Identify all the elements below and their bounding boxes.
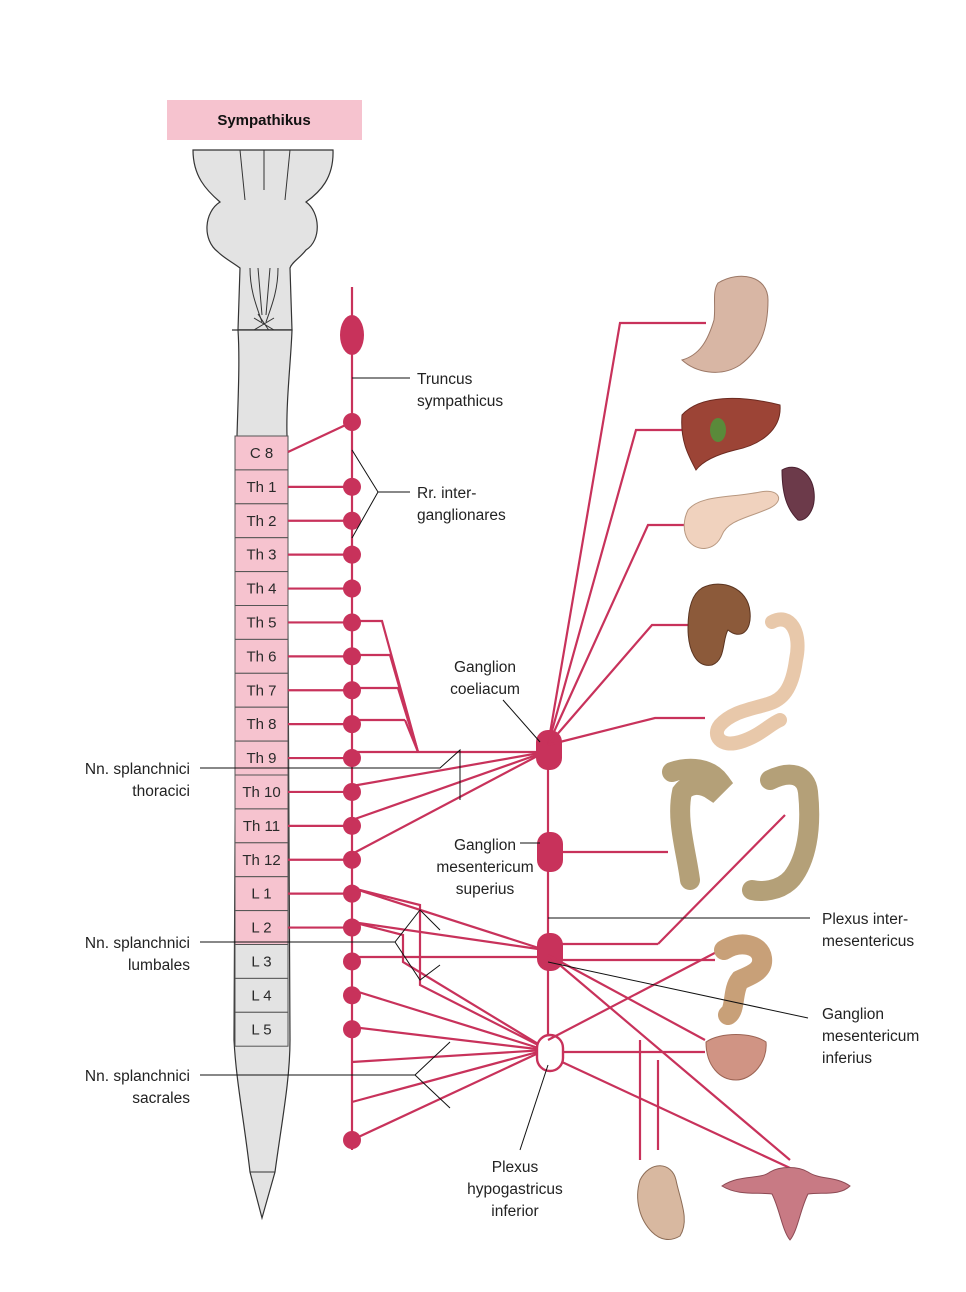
- spleen-icon: [781, 466, 815, 521]
- plexus-hypo-line3: inferior: [491, 1203, 538, 1220]
- segment-label: Th 1: [246, 479, 276, 496]
- truncus-line2: sympathicus: [417, 393, 503, 410]
- segment-label: Th 4: [246, 581, 276, 598]
- nn-sacrales-line1: Nn. splanchnici: [85, 1068, 190, 1085]
- plexus-hypogastricus-node: [535, 1033, 565, 1073]
- segment-box: [234, 469, 289, 505]
- segment-label: Th 9: [246, 750, 276, 767]
- segment-label: Th 12: [242, 852, 280, 869]
- nn-sacrales-line2: sacrales: [132, 1090, 190, 1107]
- segment-label: Th 10: [242, 784, 280, 801]
- spinal-cord: C 8 Th 1 Th 2 Th 3 Th 4 Th 5 Th 6 Th 7 Th 8 Th 9 T…: [233, 329, 293, 1221]
- nn-thoracici-line1: Nn. splanchnici: [85, 761, 190, 778]
- rami-communicantes: [287, 421, 353, 929]
- header: Sympathikus: [167, 100, 362, 140]
- sigmoid-rectum-icon: [714, 934, 773, 1025]
- sympathetic-trunk: [287, 287, 364, 1150]
- g-mes-sup-line2: mesentericum: [436, 859, 533, 876]
- segment-box: [234, 537, 289, 573]
- pancreas-icon: [683, 490, 780, 549]
- segment-label: Th 8: [246, 716, 276, 733]
- g-coeliacum-line1: Ganglion: [454, 659, 516, 676]
- ascending-colon-icon: [662, 758, 734, 890]
- segment-label: Th 3: [246, 547, 276, 564]
- segment-label: Th 5: [246, 614, 276, 631]
- bladder-icon: [705, 1034, 767, 1081]
- leader-lines: [200, 377, 810, 1151]
- segment-label: Th 6: [246, 648, 276, 665]
- brainstem-outline: [192, 149, 334, 331]
- plexus-hypo-line1: Plexus: [492, 1159, 539, 1176]
- segment-label: Th 11: [243, 818, 280, 835]
- g-mes-inf-line1: Ganglion: [822, 1006, 884, 1023]
- male-genitalia-icon: [637, 1165, 685, 1240]
- small-intestine-icon: [710, 612, 805, 751]
- g-mes-inf-line2: mesentericum: [822, 1028, 919, 1045]
- header-title: Sympathikus: [217, 112, 310, 129]
- segment-label: L 1: [251, 886, 271, 903]
- segment-box: [234, 910, 289, 945]
- uterus-icon: [721, 1167, 851, 1241]
- truncus-line1: Truncus: [417, 371, 473, 388]
- segment-box: [234, 944, 289, 979]
- segment-label: L 3: [251, 953, 271, 970]
- segment-column: C 8 Th 1 Th 2 Th 3 Th 4 Th 5 Th 6 Th 7 Th 8 Th 9 T…: [234, 435, 289, 1047]
- trunk-ganglion: [343, 986, 361, 1005]
- ganglion-mesentericum-superius: [537, 832, 563, 872]
- rr-inter-line1: Rr. inter-: [417, 485, 476, 502]
- descending-colon-icon: [742, 764, 820, 901]
- g-mes-sup-line3: superius: [456, 881, 515, 898]
- segment-label: L 2: [251, 920, 271, 937]
- ganglion-cervicale-superius: [340, 315, 364, 355]
- gallbladder-icon: [710, 418, 726, 442]
- plexus-hypo-line2: hypogastricus: [467, 1181, 563, 1198]
- g-mes-inf-line3: inferius: [822, 1050, 872, 1067]
- stomach-icon: [681, 275, 769, 373]
- segment-label: Th 2: [246, 513, 276, 530]
- segment-label: Th 7: [246, 682, 276, 699]
- segment-box: [234, 1011, 289, 1047]
- header-box: [167, 100, 362, 140]
- splanchnic-nerves: [351, 321, 791, 1169]
- trunk-ganglion: [343, 1020, 361, 1039]
- segment-box: [234, 571, 289, 606]
- nn-lumbales-line2: lumbales: [128, 957, 190, 974]
- ramus-communicans: [287, 421, 353, 453]
- segment-label: L 5: [251, 1021, 271, 1038]
- segment-box: [234, 435, 289, 471]
- trunk-ganglion: [343, 952, 361, 971]
- segment-box: [234, 706, 289, 742]
- ganglion-coeliacum: [536, 730, 562, 770]
- g-mes-sup-line1: Ganglion: [454, 837, 516, 854]
- segment-label: C 8: [250, 445, 273, 462]
- labels: Truncus sympathicus Rr. inter- gangliona…: [85, 371, 919, 1220]
- nn-lumbales-line1: Nn. splanchnici: [85, 935, 190, 952]
- segment-label: L 4: [251, 987, 271, 1004]
- organs: [637, 275, 851, 1241]
- g-coeliacum-line2: coeliacum: [450, 681, 520, 698]
- rr-inter-line2: ganglionares: [417, 507, 506, 524]
- kidney-icon: [687, 583, 751, 666]
- brainstem: [192, 149, 334, 333]
- segment-box: [234, 740, 289, 776]
- segment-box: [234, 808, 289, 844]
- segment-box: [234, 842, 289, 878]
- plexus-intermes-line2: mesentericus: [822, 933, 914, 950]
- nn-thoracici-line2: thoracici: [132, 783, 190, 800]
- liver-icon: [681, 398, 781, 471]
- plexus-intermes-line1: Plexus inter-: [822, 911, 908, 928]
